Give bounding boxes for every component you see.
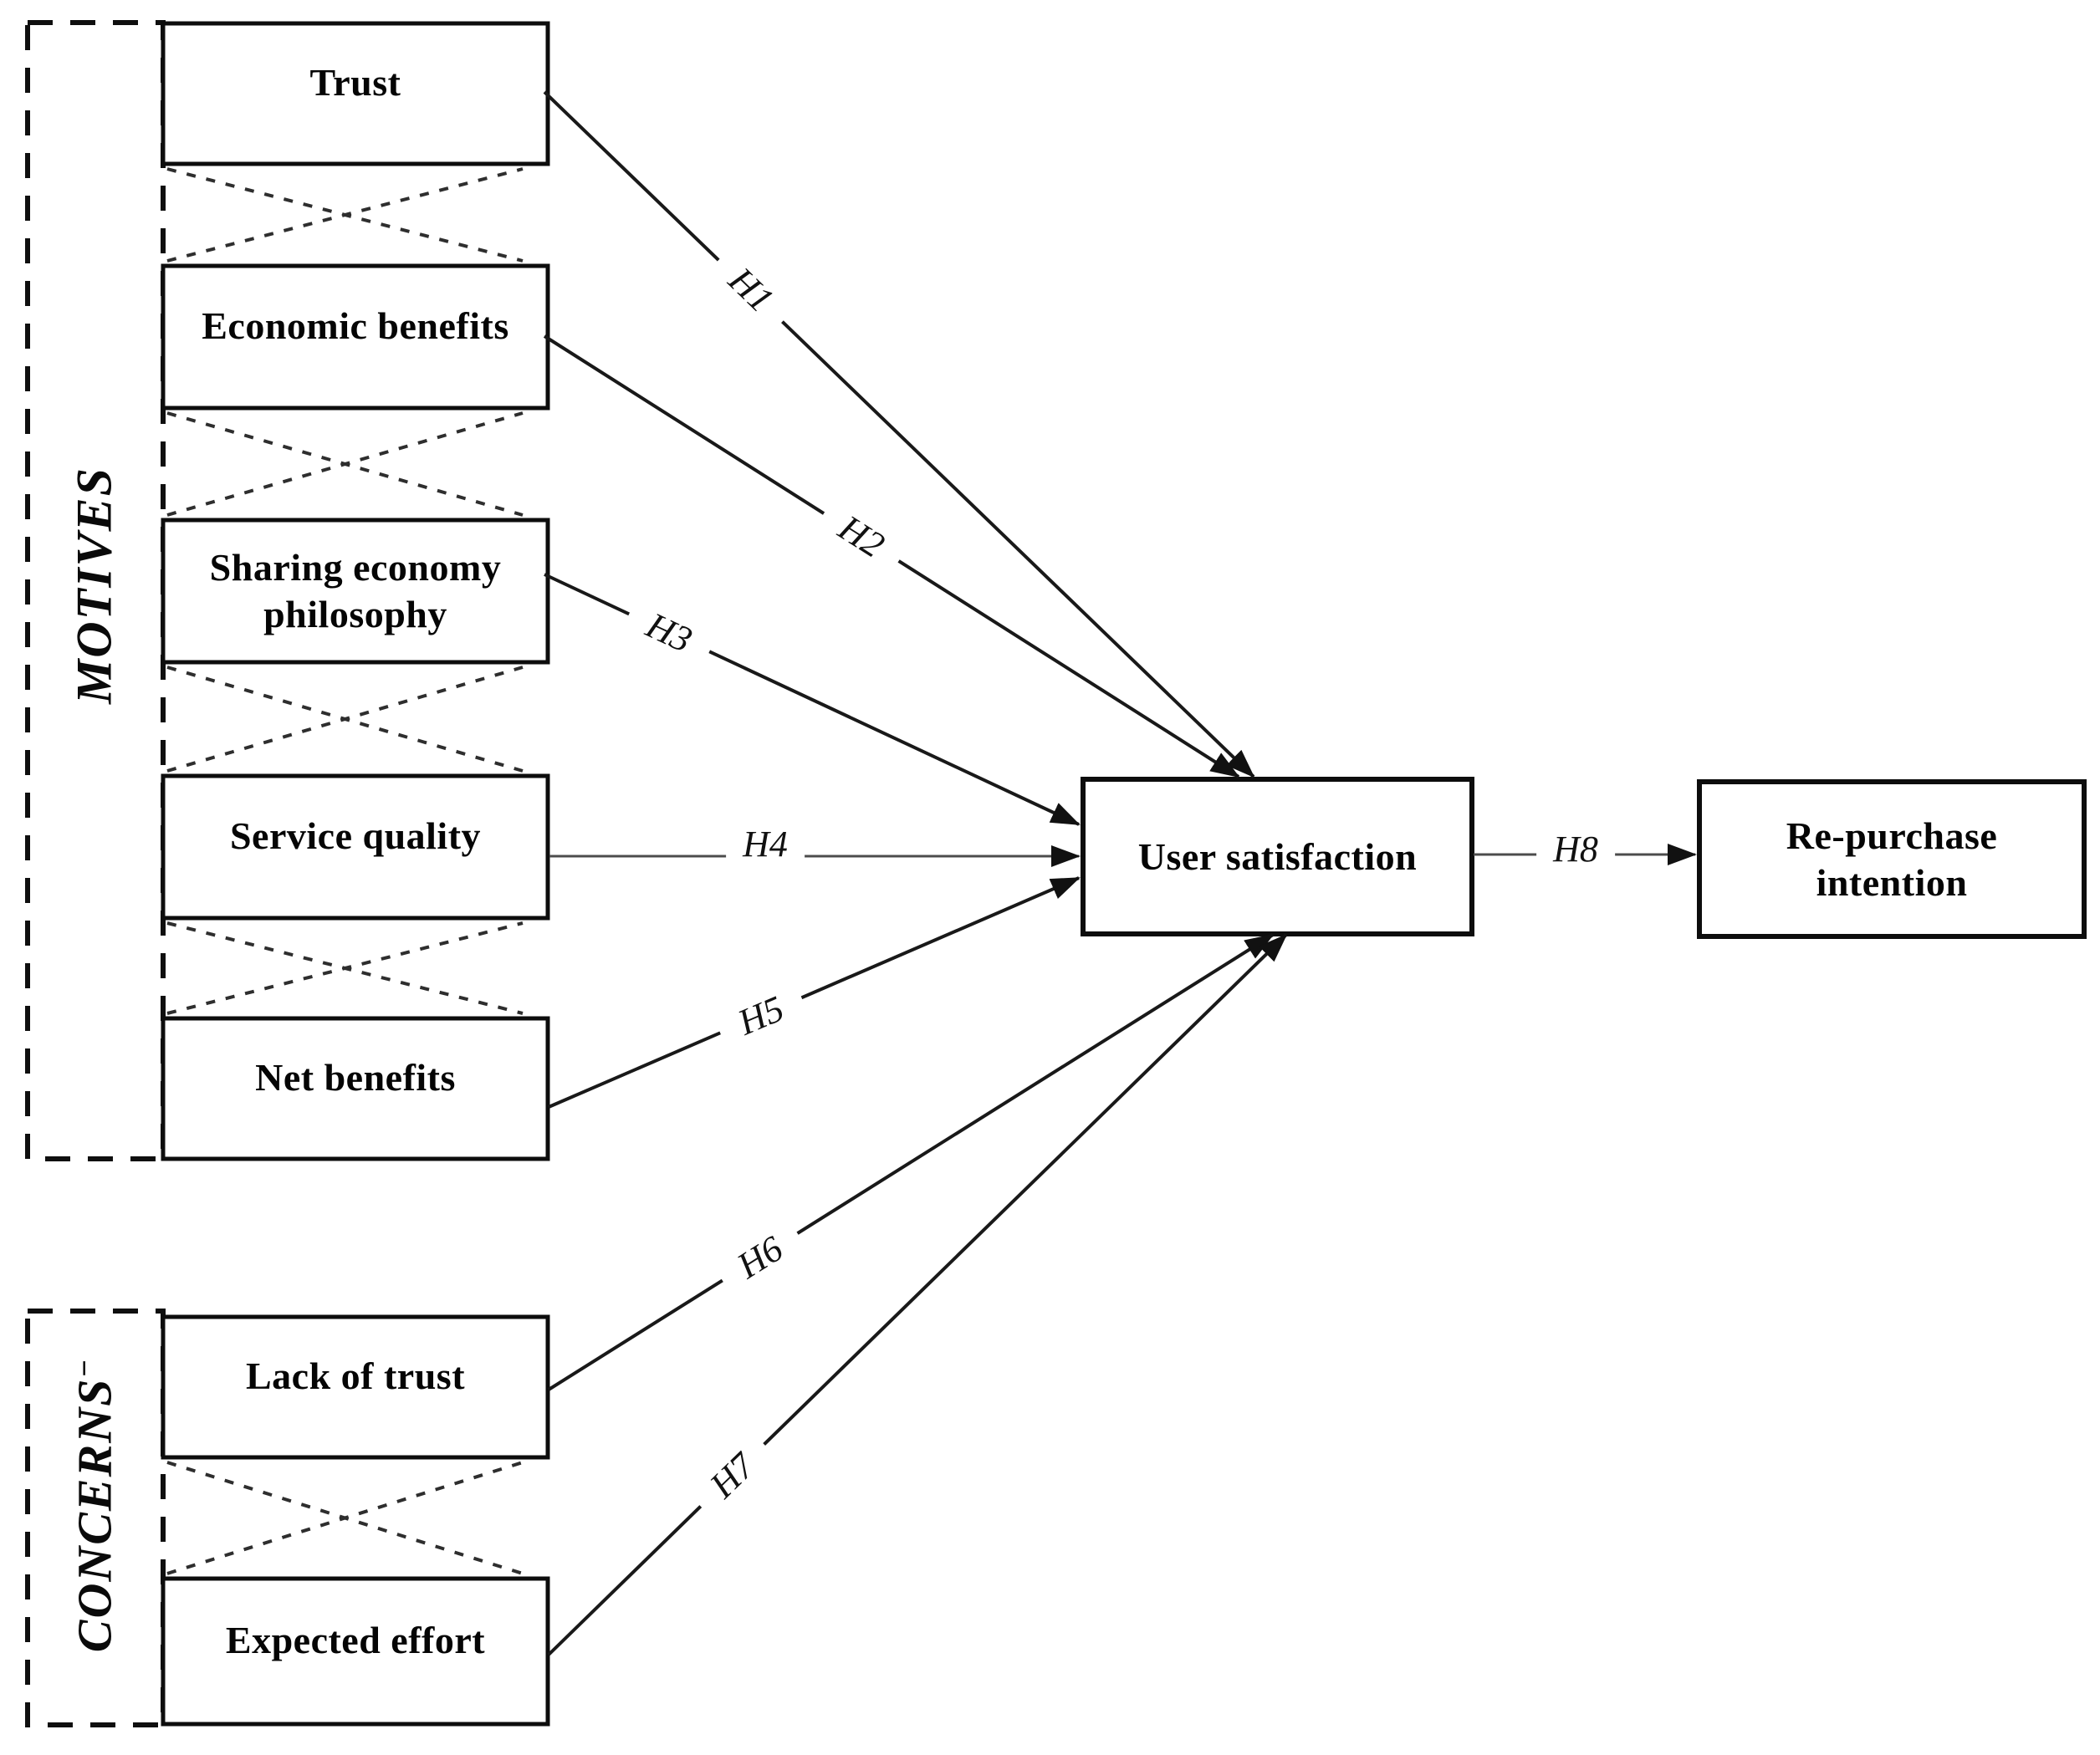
- correlation-dash-line: [166, 921, 524, 1015]
- sharing-economy-philosophy-node-label: Sharing economy philosophy: [209, 546, 502, 635]
- expected-effort-node-box: [161, 1576, 550, 1727]
- h6-arrow: [547, 933, 1275, 1391]
- economic-benefits-node-label: Economic benefits: [202, 304, 509, 347]
- concerns-superscript-minus: −: [67, 1357, 101, 1378]
- correlation-dash-line: [166, 167, 524, 263]
- service-quality-node-label: Service quality: [229, 814, 482, 857]
- correlation-cross-trust-economic: [166, 167, 524, 263]
- user-satisfaction-node-box: [1081, 777, 1474, 936]
- correlation-dash-line: [166, 411, 524, 517]
- lack-of-trust-node-label: Lack of trust: [245, 1355, 466, 1397]
- sharing-economy-philosophy-node-box: [161, 518, 550, 665]
- correlation-cross-lack-expected: [166, 1461, 524, 1575]
- net-benefits-node-label: Net benefits: [255, 1056, 456, 1099]
- expected-effort-node-label: Expected effort: [225, 1619, 486, 1661]
- economic-benefits-node-box: [161, 263, 550, 411]
- h8-label: H8: [1536, 829, 1615, 870]
- correlation-cross-service-net: [166, 921, 524, 1015]
- user-satisfaction-node-label: User satisfaction: [1137, 834, 1418, 878]
- correlation-cross-economic-sharing: [166, 411, 524, 517]
- motives-group-label: MOTIVES: [66, 467, 124, 704]
- net-benefits-node-box: [161, 1016, 550, 1161]
- re-purchase-intention-node-box: [1697, 779, 2087, 939]
- correlation-dash-line: [166, 1461, 524, 1575]
- concerns-group-label-text: CONCERNS: [67, 1377, 122, 1653]
- lack-of-trust-node-box: [161, 1314, 550, 1460]
- motives-group-label-text: MOTIVES: [66, 466, 122, 705]
- concerns-group-outline: [25, 1309, 166, 1727]
- correlation-cross-sharing-service: [166, 666, 524, 773]
- concerns-group-label: CONCERNS−: [66, 1358, 122, 1652]
- h1-arrow: [543, 90, 1255, 778]
- re-purchase-intention-node-label: Re-purchase intention: [1786, 814, 1998, 904]
- h5-arrow: [548, 876, 1081, 1109]
- h7-arrow: [547, 933, 1288, 1656]
- trust-node-label: Trust: [309, 61, 401, 104]
- correlation-dash-line: [166, 666, 524, 773]
- trust-node-box: [161, 21, 550, 166]
- h4-label: H4: [726, 824, 805, 865]
- service-quality-node-box: [161, 773, 550, 921]
- h3-arrow: [544, 573, 1081, 826]
